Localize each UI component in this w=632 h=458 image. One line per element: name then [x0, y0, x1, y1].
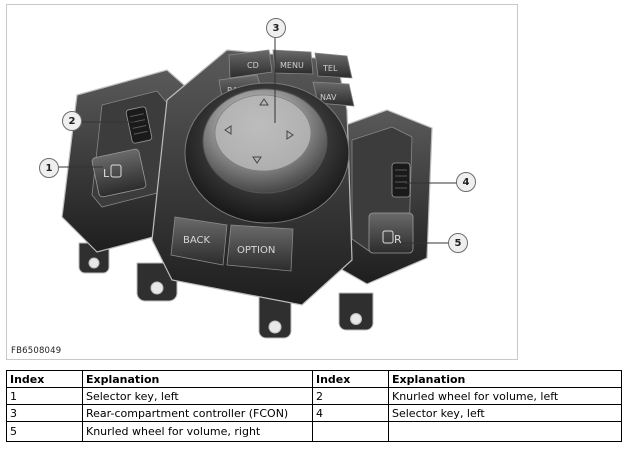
cd-key-label: CD [247, 61, 259, 70]
central-controller: CD MENU TEL RADIO NAV [151, 49, 355, 306]
header-explanation-1: Explanation [82, 370, 313, 388]
header-index-1: Index [6, 370, 83, 388]
mounting-brackets [78, 242, 374, 339]
callout-1: 1 [39, 158, 59, 178]
table-cell: Selector key, left [388, 404, 622, 422]
table-cell: Knurled wheel for volume, right [82, 421, 313, 442]
callout-2: 2 [62, 111, 82, 131]
table-header-row: Index Explanation Index Explanation [6, 370, 622, 388]
table-cell: 4 [312, 404, 389, 422]
tel-key-label: TEL [322, 64, 338, 73]
table-row: 1 Selector key, left 2 Knurled wheel for… [6, 387, 622, 405]
controller-figure: L R CD MENU TEL RADIO [6, 4, 518, 360]
back-key-label: BACK [183, 235, 211, 246]
menu-key-label: MENU [280, 61, 304, 70]
leader-lines [59, 36, 457, 244]
table-cell [388, 421, 622, 442]
option-key-label: OPTION [237, 245, 275, 256]
figure-code: FB6508049 [11, 346, 62, 356]
table-cell: Selector key, left [82, 387, 313, 405]
legend-table: Index Explanation Index Explanation 1 Se… [6, 370, 622, 442]
right-selector-module: R [331, 109, 433, 285]
callout-4: 4 [456, 172, 476, 192]
controller-illustration: L R CD MENU TEL RADIO [59, 36, 457, 339]
table-row: 3 Rear-compartment controller (FCON) 4 S… [6, 404, 622, 422]
header-index-2: Index [312, 370, 389, 388]
table-cell: Rear-compartment controller (FCON) [82, 404, 313, 422]
bottom-keys: BACK OPTION [170, 216, 294, 272]
left-key-glyph: L [103, 167, 110, 180]
table-cell [312, 421, 389, 442]
header-explanation-2: Explanation [388, 370, 622, 388]
right-key-glyph: R [394, 233, 402, 246]
table-cell: 3 [6, 404, 83, 422]
table-cell: 2 [312, 387, 389, 405]
table-cell: 5 [6, 421, 83, 442]
callout-5: 5 [448, 233, 468, 253]
nav-key-label: NAV [320, 93, 337, 102]
callout-3: 3 [266, 18, 286, 38]
table-row: 5 Knurled wheel for volume, right [6, 421, 622, 442]
table-cell: 1 [6, 387, 83, 405]
table-cell: Knurled wheel for volume, left [388, 387, 622, 405]
